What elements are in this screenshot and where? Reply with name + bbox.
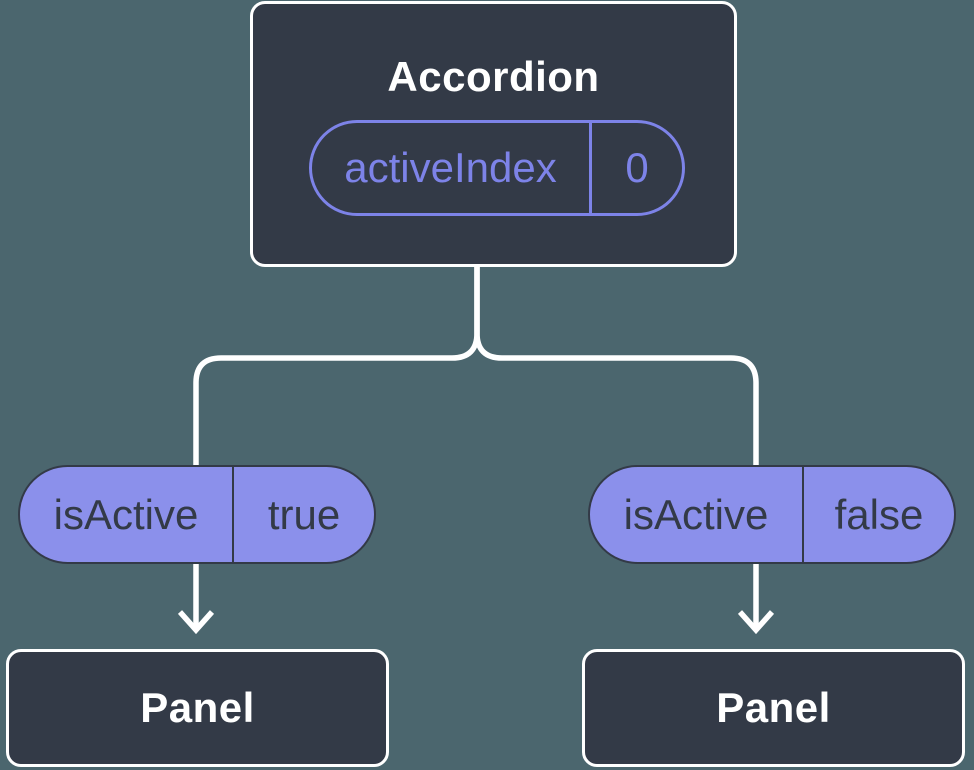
accordion-node: Accordion activeIndex 0 [250,1,737,267]
prop-value-label: true [267,490,341,538]
state-value-label: 0 [625,144,649,191]
panel-node-title: Panel [716,684,831,731]
active-index-state-pill: activeIndex 0 [309,120,685,216]
panel-node-left: Panel [6,649,389,767]
panel-node-title: Panel [140,684,255,731]
prop-name-label: isActive [20,467,234,562]
panel-node-right: Panel [582,649,965,767]
is-active-false-pill: isActive false [588,465,956,564]
accordion-node-title: Accordion [387,53,600,100]
arrow-down-icon [737,610,775,635]
connector-root-to-right-pill [474,264,759,475]
is-active-true-pill: isActive true [18,465,376,564]
state-name-label: activeIndex [312,123,592,213]
prop-name-label: isActive [590,467,804,562]
connector-root-to-left-pill [193,264,480,475]
prop-value-label: false [834,490,924,538]
arrow-down-icon [177,610,215,635]
